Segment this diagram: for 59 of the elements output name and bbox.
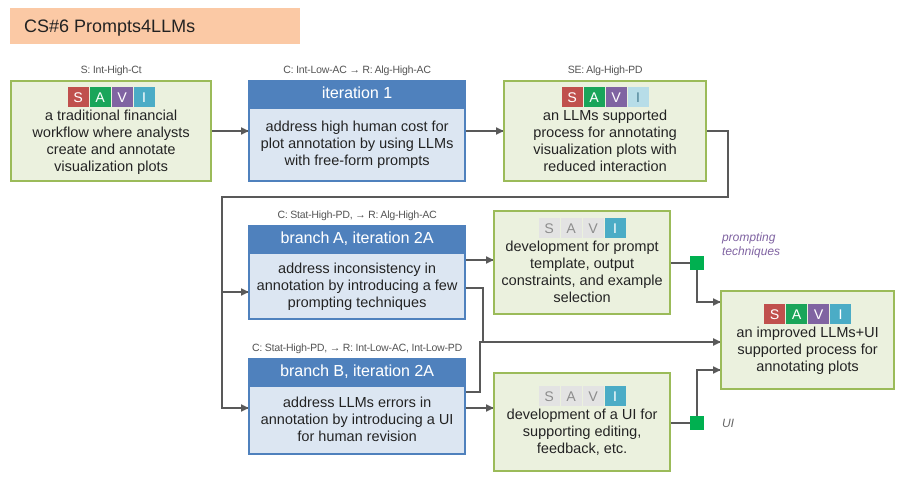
connector-square	[690, 256, 704, 270]
savi-tile: S	[562, 86, 582, 106]
description-text: an LLMs supported process for annotating visualization plots with reduced interaction	[532, 108, 678, 176]
savi-tile: S	[68, 86, 88, 106]
stage-box	[10, 80, 212, 182]
savi-tile: A	[560, 386, 582, 406]
arrow	[696, 366, 721, 416]
savi-tile: A	[786, 304, 807, 324]
savi-tile: V	[606, 86, 626, 106]
connector-square	[690, 416, 704, 430]
arrow	[696, 270, 721, 306]
savi-tile: I	[628, 86, 648, 106]
savi-tile: A	[90, 86, 110, 106]
connector-line	[671, 422, 690, 424]
title-banner: CS#6 Prompts4LLMs	[10, 8, 300, 44]
description-text: development for prompt template, output constraints, and example selection	[500, 239, 664, 307]
savi-tile: V	[112, 86, 132, 106]
savi-tile: V	[582, 386, 604, 406]
stage-box	[493, 372, 671, 472]
savi-tile: I	[830, 304, 851, 324]
description-text: address high human cost for plot annotation by using LLMs with free-form prompts	[260, 119, 454, 170]
stage-label: C: Stat-High-PD, → R: Alg-High-AC	[276, 209, 438, 221]
savi-tile: I	[604, 218, 626, 238]
arrow	[212, 127, 249, 135]
annotation-label: UI	[722, 416, 735, 430]
description-text: address LLMs errors in annotation by introducing a UI for human revision	[260, 394, 454, 446]
savi-tile: S	[538, 386, 560, 406]
savi-tile: V	[808, 304, 829, 324]
annotation-label: prompting techniques	[722, 230, 782, 258]
description-text: development of a UI for supporting editing, feedback, etc.	[506, 407, 658, 458]
iteration-header: branch A, iteration 2A	[248, 225, 466, 254]
savi-tile: A	[560, 218, 582, 238]
savi-tile: I	[604, 386, 626, 406]
iteration-header: iteration 1	[248, 80, 466, 109]
savi-tile: S	[538, 218, 560, 238]
iteration-header: branch B, iteration 2A	[248, 358, 466, 387]
savi-tile: S	[764, 304, 785, 324]
stage-box	[493, 210, 671, 315]
stage-label: S: Int-High-Ct	[80, 64, 142, 76]
description-text: address inconsistency in annotation by introducing a few prompting techniques	[256, 260, 458, 312]
arrow	[466, 127, 504, 135]
arrow	[466, 338, 721, 393]
stage-label: C: Stat-High-PD, → R: Int-Low-AC, Int-Low-PD	[250, 342, 463, 354]
arrow	[466, 256, 494, 264]
connector-line	[671, 262, 690, 264]
description-text: a traditional financial workflow where analysts create and annotate visualization plots	[31, 108, 191, 176]
description-text: an improved LLMs+UI supported process for annotating plots	[735, 325, 880, 376]
iteration-box	[248, 225, 466, 320]
savi-tile: V	[582, 218, 604, 238]
iteration-box	[248, 358, 466, 455]
stage-label: SE: Alg-High-PD	[566, 64, 644, 76]
iteration-box	[248, 80, 466, 182]
stage-box	[503, 80, 707, 182]
arrow	[466, 404, 494, 412]
stage-label: C: Int-Low-AC → R: Alg-High-AC	[282, 64, 432, 76]
savi-tile: I	[134, 86, 154, 106]
arrow	[221, 130, 729, 412]
stage-box	[720, 290, 895, 390]
savi-tile: A	[584, 86, 604, 106]
